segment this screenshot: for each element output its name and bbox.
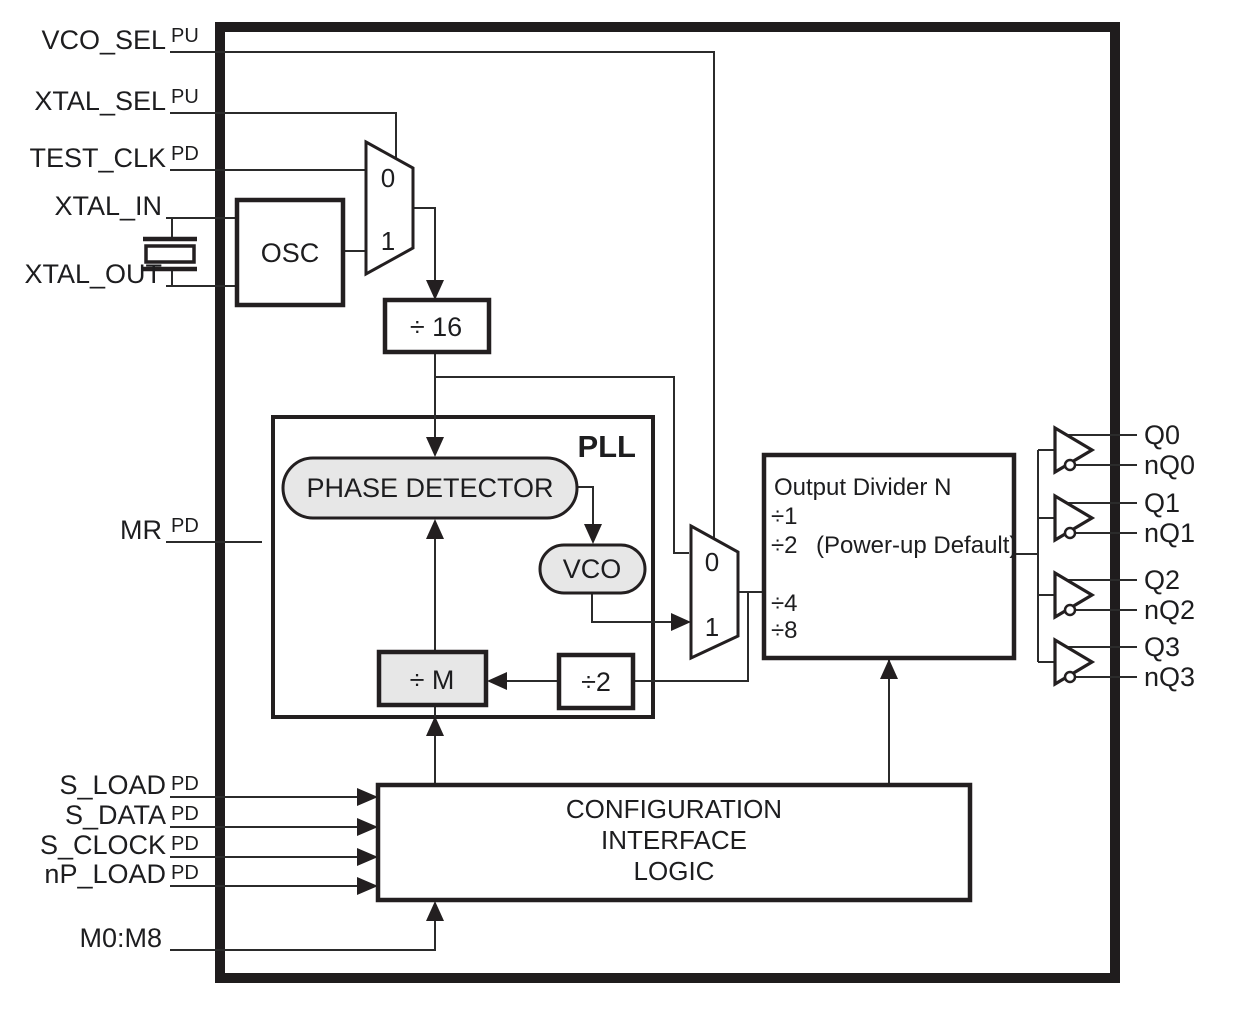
arrow-div2-into-divm — [487, 672, 507, 690]
output-divider-opt4: ÷8 — [771, 617, 798, 644]
port-label-mr: MR — [120, 515, 162, 545]
port-label-nq2: nQ2 — [1144, 595, 1195, 625]
buffer0-invert-bubble — [1063, 458, 1077, 472]
div2-block — [556, 652, 636, 711]
div16-block — [382, 297, 492, 355]
arrow-m0m8-into-config — [426, 901, 444, 921]
port-sup-xtal-sel: PU — [171, 86, 199, 108]
wire-div16-branch-to-mux2 — [435, 376, 689, 554]
wire-phase-detector-to-vco — [577, 486, 594, 540]
port-sup-test-clk: PD — [171, 143, 199, 165]
port-sup-s-load: PD — [171, 773, 199, 795]
output-buffer-q1 — [1053, 493, 1096, 543]
config-label-line2: INTERFACE — [601, 825, 747, 855]
buffer3-invert-bubble — [1063, 670, 1077, 684]
port-sup-vco-sel: PU — [171, 25, 199, 47]
output-buffer-q0 — [1053, 425, 1096, 475]
port-sup-s-clock: PD — [171, 833, 199, 855]
output-buffer-q2 — [1053, 570, 1096, 620]
port-label-nq1: nQ1 — [1144, 518, 1195, 548]
arrowheads — [357, 280, 898, 921]
vco-label: VCO — [563, 554, 622, 584]
wire-mux1-to-div16 — [413, 207, 436, 296]
vco-block — [538, 543, 647, 595]
port-label-nq0: nQ0 — [1144, 450, 1195, 480]
arrow-s-data-into-config — [357, 818, 378, 836]
phase-detector-block — [281, 456, 579, 520]
crystal-body — [144, 244, 196, 264]
wire-feedback-to-div2 — [633, 592, 749, 682]
divm-label: ÷ M — [410, 665, 455, 695]
port-label-np-load: nP_LOAD — [44, 859, 166, 889]
buffer1-invert-bubble — [1063, 526, 1077, 540]
arrow-into-vco — [584, 524, 602, 544]
vco-mux-1: 1 — [705, 612, 719, 642]
input-mux — [364, 139, 415, 277]
arrow-np-load-into-config — [357, 877, 378, 895]
port-label-q1: Q1 — [1144, 488, 1180, 518]
input-mux-0: 0 — [381, 163, 395, 193]
osc-block — [234, 197, 346, 308]
output-divider-opt3: ÷4 — [771, 590, 798, 617]
wire-vco-to-mux2 — [591, 593, 687, 623]
config-label-line1: CONFIGURATION — [566, 794, 782, 824]
port-label-m0m8: M0:M8 — [79, 923, 162, 953]
port-label-xtal-out: XTAL_OUT — [24, 259, 162, 289]
port-label-q3: Q3 — [1144, 632, 1180, 662]
div16-label: ÷ 16 — [410, 312, 462, 342]
wire-xtal-sel — [170, 112, 397, 160]
output-divider-opt2: ÷2 — [771, 532, 798, 559]
arrow-divm-into-phase-detector — [426, 519, 444, 539]
arrow-into-div16 — [426, 280, 444, 300]
divm-block — [376, 649, 489, 708]
arrow-into-phase-detector — [426, 437, 444, 457]
output-buffer-q3 — [1053, 637, 1096, 687]
arrow-config-into-divider — [880, 659, 898, 679]
port-label-xtal-in: XTAL_IN — [54, 191, 162, 221]
port-label-vco-sel: VCO_SEL — [41, 25, 166, 55]
arrow-config-into-divm — [426, 716, 444, 736]
port-label-s-clock: S_CLOCK — [40, 830, 166, 860]
buffer2-invert-bubble — [1063, 603, 1077, 617]
arrow-s-load-into-config — [357, 788, 378, 806]
port-label-s-load: S_LOAD — [59, 770, 166, 800]
port-label-xtal-sel: XTAL_SEL — [34, 86, 166, 116]
pll-label: PLL — [577, 429, 636, 464]
port-label-q2: Q2 — [1144, 565, 1180, 595]
phase-detector-label: PHASE DETECTOR — [306, 473, 553, 503]
vco-mux — [689, 523, 740, 661]
port-sup-mr: PD — [171, 515, 199, 537]
vco-mux-0: 0 — [705, 547, 719, 577]
port-label-test-clk: TEST_CLK — [29, 143, 166, 173]
arrow-vco-into-mux2 — [671, 613, 691, 631]
config-interface-block — [375, 782, 973, 903]
osc-label: OSC — [261, 238, 320, 268]
arrow-s-clock-into-config — [357, 848, 378, 866]
output-divider-title: Output Divider N — [774, 474, 951, 501]
output-divider-opt2-note: (Power-up Default) — [816, 532, 1017, 559]
div2-label: ÷2 — [581, 667, 611, 697]
port-sup-s-data: PD — [171, 803, 199, 825]
port-sup-np-load: PD — [171, 862, 199, 884]
output-divider-opt1: ÷1 — [771, 503, 798, 530]
output-divider-block — [761, 452, 1017, 661]
port-label-q0: Q0 — [1144, 420, 1180, 450]
wire-vco-sel — [170, 51, 715, 539]
port-label-s-data: S_DATA — [65, 800, 166, 830]
crystal-symbol — [143, 236, 197, 272]
port-label-nq3: nQ3 — [1144, 662, 1195, 692]
wires — [166, 51, 1137, 951]
config-label-line3: LOGIC — [634, 856, 715, 886]
input-mux-1: 1 — [381, 226, 395, 256]
